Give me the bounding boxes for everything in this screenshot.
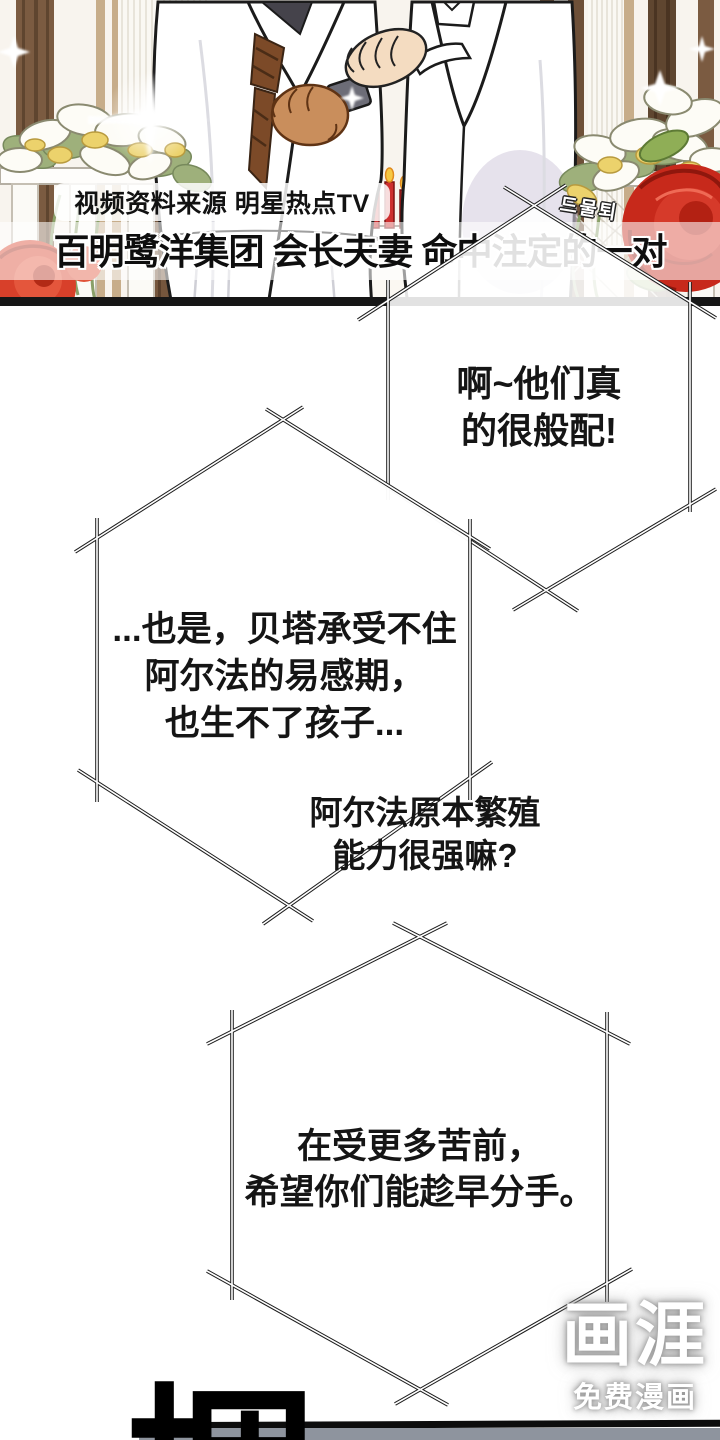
bubble-line: 阿尔法的易感期， xyxy=(144,657,425,696)
bubble-line: 在受更多苦前， xyxy=(296,1127,542,1166)
site-watermark: 画涯 免费漫画 xyxy=(556,1298,714,1416)
panel-bottom-border xyxy=(0,297,720,306)
bubble-line: 希望你们能趁早分手。 xyxy=(244,1173,595,1212)
watermark-logo: 画涯 xyxy=(562,1296,708,1374)
bubble-line: 阿尔法原本繁殖 xyxy=(309,794,541,831)
bubble-text-wish: 在受更多苦前， 希望你们能趁早分手。 xyxy=(227,1124,612,1216)
sparkles xyxy=(0,36,715,166)
next-panel-fill xyxy=(139,1428,720,1440)
video-source-caption: 视频资料来源 明星热点TV xyxy=(54,183,390,221)
bubble-line: 能力很强嘛? xyxy=(332,837,518,874)
bubble-line: ...也是，贝塔承受不住 xyxy=(112,610,457,649)
bubble-text-gossip: ...也是，贝塔承受不住 阿尔法的易感期， 也生不了孩子... xyxy=(92,606,477,747)
bubble-line: 的很般配! xyxy=(461,410,617,451)
watermark-tagline: 免费漫画 xyxy=(572,1382,697,1414)
bubble-line: 也生不了孩子... xyxy=(164,704,405,743)
tan-hand xyxy=(270,83,350,147)
bubble-line: 啊~他们真 xyxy=(456,363,622,404)
video-source-label: 视频资料来源 明星热点TV xyxy=(74,190,370,218)
pocket-square xyxy=(432,0,476,28)
floating-text-question: 阿尔法原本繁殖 能力很强嘛? xyxy=(275,791,575,877)
news-headline: 百明鹭洋集团 会长夫妻 命中注定的一对 xyxy=(53,231,667,272)
bubble-text-praise: 啊~他们真 的很般配! xyxy=(388,360,690,454)
partial-sfx-character: 捆 xyxy=(126,1384,316,1440)
